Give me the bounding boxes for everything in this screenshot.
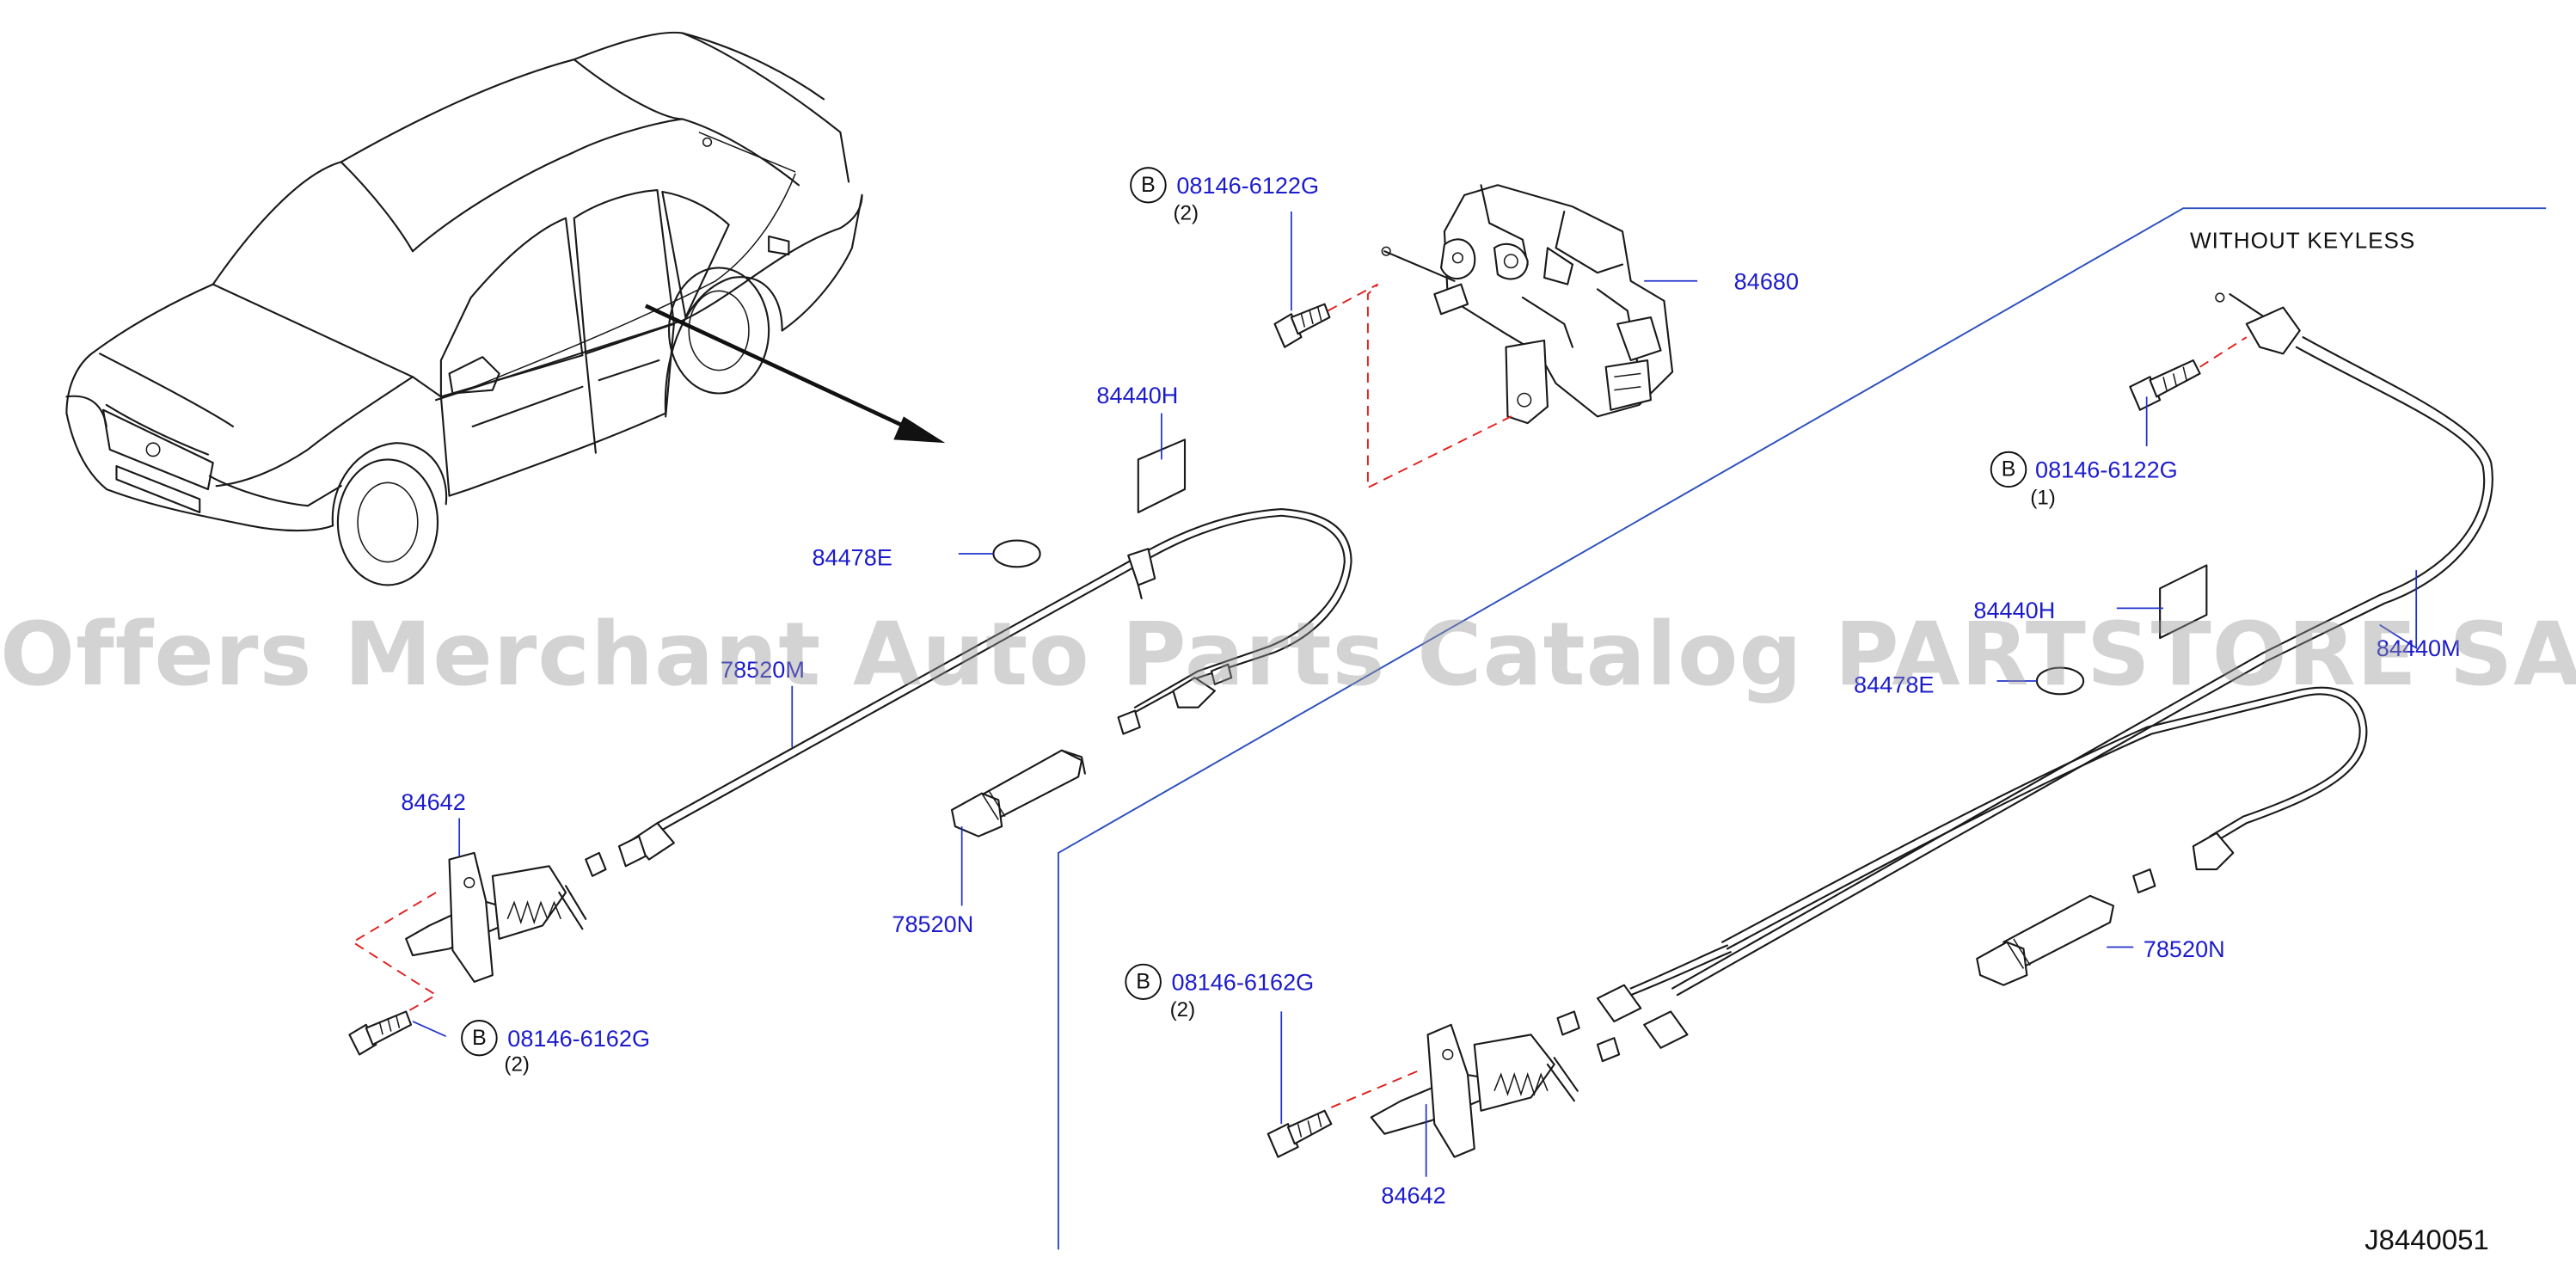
fastener-path-left bbox=[351, 892, 438, 1019]
bolt-right-top-quantity: (1) bbox=[2030, 486, 2056, 510]
bolt-bottom bbox=[1267, 1109, 1333, 1158]
handle-78520N-left bbox=[950, 749, 1086, 837]
part-label-78520M[interactable]: 78520M bbox=[721, 656, 805, 683]
bolt-right-top bbox=[2129, 359, 2201, 411]
lever-84642-left bbox=[405, 851, 587, 983]
label-sticker-84478E-right bbox=[2035, 666, 2085, 696]
section-header-without-keyless: WITHOUT KEYLESS bbox=[2189, 228, 2416, 254]
label-sticker-84440H-right bbox=[2159, 564, 2208, 640]
bolt-marker-left: B bbox=[461, 1020, 498, 1057]
part-label-bolt-top[interactable]: 08146-6122G bbox=[1176, 171, 1320, 199]
handle-78520N-right bbox=[1976, 894, 2115, 986]
label-sticker-84440H-left bbox=[1137, 439, 1187, 513]
part-label-84440H-right[interactable]: 84440H bbox=[1973, 596, 2056, 623]
part-label-84478E-left[interactable]: 84478E bbox=[812, 543, 892, 571]
bolt-left-quantity: (2) bbox=[504, 1052, 531, 1077]
part-label-78520N-left[interactable]: 78520N bbox=[892, 911, 974, 937]
section-divider bbox=[1057, 207, 2547, 1250]
part-label-bolt-left[interactable]: 08146-6162G bbox=[507, 1024, 651, 1052]
lever-84642-right bbox=[1370, 1023, 1579, 1158]
fastener-path-top bbox=[1327, 283, 1518, 489]
cable-84440M bbox=[1556, 292, 2493, 1063]
part-label-84680[interactable]: 84680 bbox=[1733, 267, 1800, 295]
part-label-78520N-right[interactable]: 78520N bbox=[2143, 936, 2225, 962]
part-label-84440H-left[interactable]: 84440H bbox=[1096, 382, 1179, 408]
bolt-bottom-quantity: (2) bbox=[1169, 998, 1196, 1021]
leader-lines bbox=[412, 212, 2418, 1177]
car-illustration bbox=[65, 31, 863, 586]
diagram-code: J8440051 bbox=[2364, 1224, 2489, 1256]
fastener-path-right bbox=[2199, 336, 2248, 368]
label-sticker-84478E-left bbox=[992, 539, 1041, 568]
part-label-84478E-right[interactable]: 84478E bbox=[1854, 671, 1935, 698]
part-label-84642-right[interactable]: 84642 bbox=[1381, 1181, 1446, 1209]
bolt-marker-top: B bbox=[1130, 167, 1167, 204]
bolt-top-quantity: (2) bbox=[1173, 201, 1199, 225]
part-label-bolt-bottom[interactable]: 08146-6162G bbox=[1171, 968, 1315, 996]
part-label-84642-left[interactable]: 84642 bbox=[401, 788, 466, 815]
bolt-left bbox=[348, 1010, 413, 1056]
lock-assembly-84680 bbox=[1381, 184, 1674, 425]
bolt-marker-right-top: B bbox=[1990, 451, 2027, 488]
pointer-arrow bbox=[644, 304, 946, 444]
bolt-top bbox=[1273, 303, 1331, 348]
part-label-84440M[interactable]: 84440M bbox=[2376, 635, 2461, 661]
bolt-marker-bottom: B bbox=[1125, 963, 1162, 1000]
part-label-bolt-right-top[interactable]: 08146-6122G bbox=[2034, 456, 2178, 483]
cable-78520M bbox=[585, 508, 1352, 877]
